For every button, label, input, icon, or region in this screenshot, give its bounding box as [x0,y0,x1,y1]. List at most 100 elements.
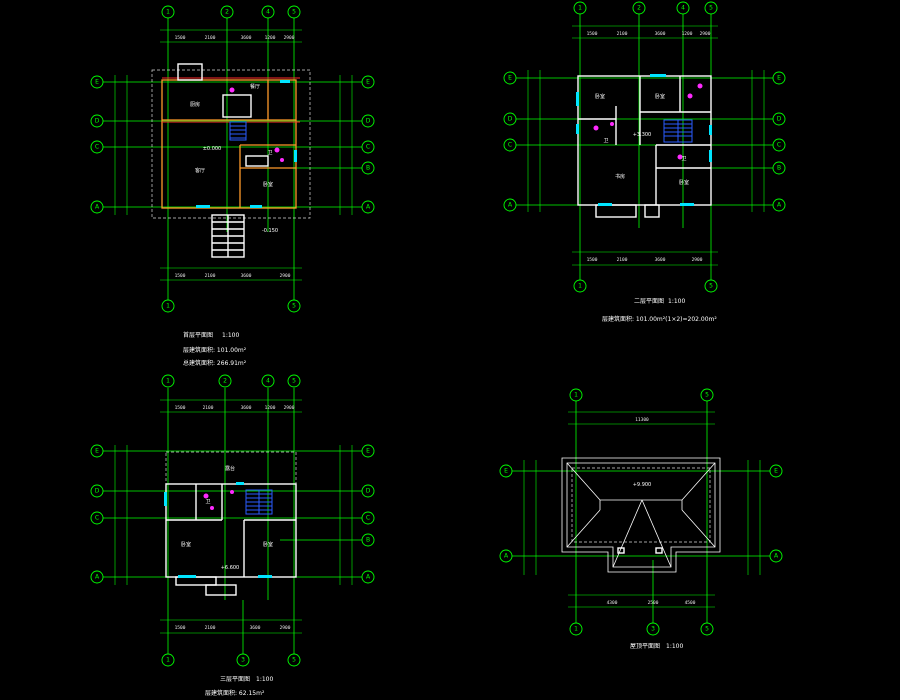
svg-text:B: B [366,165,370,172]
plan-3-dim-text: 1500 [175,625,186,631]
plan-3-fixtures [203,490,234,510]
plan-1-dim-text: 2100 [205,273,216,279]
plan-2-fixtures [593,83,703,160]
plan-3-dim-text: 3600 [241,405,252,411]
svg-text:A: A [95,574,100,581]
svg-text:5: 5 [292,657,296,664]
plan-4-scale: 1:100 [666,643,683,650]
plan-3-room-label: 卫 [205,499,210,505]
plan-1-fixtures [229,87,284,162]
plan-2-dim-text: 1200 [682,31,693,37]
svg-text:2: 2 [225,9,229,16]
plan-1-dim-text: 1200 [265,35,276,41]
svg-text:1: 1 [166,303,170,310]
plan-1-note: 层建筑面积: 101.00m² [183,346,247,354]
svg-text:D: D [777,116,782,123]
svg-text:4: 4 [681,5,685,12]
plan-1-windows [196,80,297,208]
svg-text:4: 4 [266,9,270,16]
plan-1-dim-text: 1500 [175,273,186,279]
svg-text:1: 1 [574,392,578,399]
plan-2-grid-bubbles: 1 2 4 5 1 5 E D C A E D C B A [503,1,786,293]
plan-4-roof-ridges [566,462,716,568]
plan-1-elevation-label: -0.150 [262,228,278,234]
svg-text:E: E [508,75,512,82]
plan-3-elevation-label: +6.600 [221,565,240,571]
plan-4-group: +9.900 11300 4300 2500 4500 1 5 1 3 5 E … [499,388,783,650]
plan-4-dim-text: 4500 [685,600,696,606]
plan-1-room-label: 卧室 [263,181,273,188]
plan-2-walls [577,75,712,218]
plan-3-windows [164,482,272,578]
svg-text:5: 5 [709,5,713,12]
svg-text:E: E [366,448,370,455]
plan-2-dim-text: 2100 [617,31,628,37]
plan-3-room-label: 卧室 [181,541,191,548]
plan-2-dim-text: 3600 [655,257,666,263]
plan-3-dim-text: 2100 [205,625,216,631]
svg-text:D: D [366,488,371,495]
plan-2-dim-text: 2100 [617,257,628,263]
plan-2-note: 层建筑面积: 101.00m²(1×2)=202.00m² [602,315,717,323]
plan-4-dim-text: 11300 [635,417,649,423]
svg-text:2: 2 [637,5,641,12]
svg-text:5: 5 [709,283,713,290]
plan-3-dim-text: 3600 [250,625,261,631]
plan-2-dim-text: 1500 [587,257,598,263]
plan-3-room-label: 露台 [225,465,235,472]
svg-text:A: A [774,553,779,560]
plan-1-room-label: 客厅 [195,167,205,174]
svg-text:5: 5 [705,392,709,399]
plan-3-scale: 1:100 [256,676,273,683]
plan-1-group: 厨房 餐厅 客厅 卫 卧室 ±0.000 -0.150 1500 2100 36… [90,5,375,367]
svg-text:C: C [95,144,99,151]
plan-3-title: 三层平面图 [220,676,250,683]
plan-2-room-label: 书房 [615,173,625,180]
plan-2-dim-text: 3600 [655,31,666,37]
svg-text:1: 1 [574,626,578,633]
plan-4-vents [617,547,663,554]
svg-text:C: C [508,142,512,149]
svg-text:E: E [777,75,781,82]
svg-text:1: 1 [578,283,582,290]
plan-2-room-label: 卫 [603,138,608,144]
plan-2-room-label: 卫 [681,156,686,162]
plan-1-elevation-label: ±0.000 [203,146,222,152]
plan-3-grid-bubbles: 1 2 4 5 1 3 5 E D C A E D C B A [90,374,375,667]
svg-text:C: C [366,144,370,151]
plan-3-note: 层建筑面积: 62.15m² [205,689,265,697]
plan-2-dim-text: 1500 [587,31,598,37]
plan-1-dim-text: 2100 [205,35,216,41]
svg-text:A: A [508,202,513,209]
svg-text:E: E [366,79,370,86]
svg-text:3: 3 [651,626,655,633]
svg-text:5: 5 [292,9,296,16]
plan-4-elevation-label: +9.900 [633,482,652,488]
svg-text:B: B [366,537,370,544]
plan-3-walls [165,451,297,596]
svg-text:D: D [366,118,371,125]
plan-1-scale: 1:100 [222,332,239,339]
plan-4-dimension-lines [523,411,761,608]
svg-text:A: A [366,574,371,581]
plan-2-elevation-label: +3.300 [633,132,652,138]
svg-text:E: E [95,448,99,455]
plan-2-dim-text: 2900 [700,31,711,37]
plan-1-dim-text: 3600 [241,35,252,41]
plan-1-dim-text: 2900 [280,273,291,279]
svg-text:1: 1 [166,9,170,16]
plan-2-dim-text: 2900 [692,257,703,263]
plan-4-dim-text: 4300 [607,600,618,606]
plan-1-eave-outline [151,69,311,219]
svg-text:A: A [777,202,782,209]
svg-text:E: E [504,468,508,475]
plan-1-entrance-steps [211,214,245,258]
svg-text:5: 5 [292,378,296,385]
plan-3-dim-text: 2900 [280,625,291,631]
plan-3-dimension-lines [114,399,353,634]
svg-text:D: D [95,488,100,495]
plan-2-title: 二层平面图 [634,298,664,305]
plan-1-room-label: 厨房 [190,101,200,108]
